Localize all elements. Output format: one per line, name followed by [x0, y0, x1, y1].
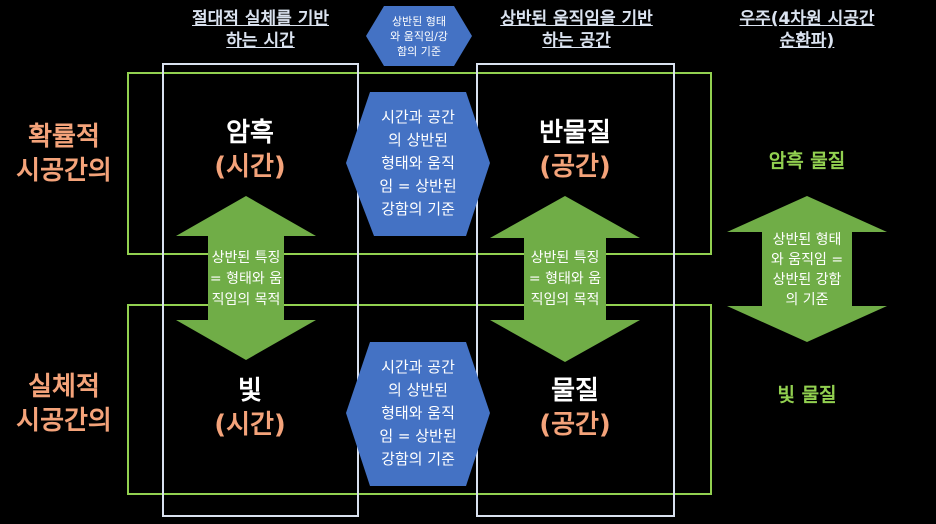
- cell-matter-main: 물질: [551, 376, 599, 406]
- right-vertical-text-line3: 상반된 강함: [772, 272, 842, 288]
- left-vertical-text-line1: 상반된 특징: [211, 250, 281, 266]
- right-vertical-text-line1: 상반된 형태: [772, 232, 842, 248]
- right-vertical-arrow-text: 상반된 형태 와 움직임 = 상반된 강함 의 기준: [752, 230, 862, 310]
- center-lower-text-line3: 형태와 움직: [381, 404, 455, 422]
- center-upper-text-line1: 시간과 공간: [381, 108, 455, 126]
- side-label-probabilistic: 확률적 시공간의: [4, 120, 124, 188]
- center-upper-text-line5: 강함의 기준: [381, 200, 455, 218]
- center-lower-text-line2: 의 상반된: [388, 381, 448, 399]
- cell-antimatter: 반물질 (공간): [500, 116, 650, 184]
- cell-light-main: 빛: [238, 376, 262, 406]
- center-lower-text-line5: 강함의 기준: [381, 450, 455, 468]
- side-label-probabilistic-line2: 시공간의: [16, 156, 112, 186]
- top-arrow-text: 상반된 형태 와 움직임/강 함의 기준: [376, 14, 462, 59]
- top-double-arrow: [366, 6, 472, 66]
- header-absolute-time-line2: 하는 시간: [226, 31, 295, 51]
- center-lower-arrow: [346, 342, 490, 486]
- side-label-substantial: 실체적 시공간의: [4, 370, 124, 438]
- label-dark-matter: 암흑 물질: [768, 150, 846, 172]
- center-upper-text-line2: 의 상반된: [388, 131, 448, 149]
- right-vertical-text-line4: 의 기준: [785, 292, 829, 308]
- side-label-probabilistic-line1: 확률적: [28, 122, 100, 152]
- center-lower-text-line4: 임 = 상반된: [379, 427, 457, 445]
- cell-light: 빛 (시간): [190, 374, 310, 442]
- middle-vertical-text-line2: = 형태와 움: [528, 271, 602, 287]
- left-vertical-text-line2: = 형태와 움: [209, 271, 283, 287]
- header-relative-space-line1: 상반된 움직임을 기반: [500, 9, 653, 29]
- top-arrow-text-line1: 상반된 형태: [391, 15, 447, 28]
- time-column-frame: [162, 63, 359, 517]
- top-arrow-text-line3: 함의 기준: [397, 45, 441, 58]
- header-universe-line1: 우주(4차원 시공간: [739, 9, 875, 29]
- header-relative-space: 상반된 움직임을 기반 하는 공간: [474, 8, 679, 52]
- header-absolute-time-line1: 절대적 실체를 기반: [192, 9, 329, 29]
- center-upper-arrow-text: 시간과 공간 의 상반된 형태와 움직 임 = 상반된 강함의 기준: [364, 106, 472, 221]
- middle-vertical-double-arrow: [490, 196, 640, 362]
- cell-dark-main: 암흑: [226, 118, 274, 148]
- cell-antimatter-sub: (공간): [539, 152, 611, 182]
- right-vertical-double-arrow: [727, 196, 887, 342]
- header-universe-line2: 순환파): [779, 31, 835, 51]
- header-relative-space-line2: 하는 공간: [542, 31, 611, 51]
- middle-vertical-text-line3: 직임의 목적: [530, 292, 600, 308]
- label-light-matter: 빛 물질: [777, 384, 837, 406]
- cell-matter-sub: (공간): [539, 410, 611, 440]
- center-lower-arrow-text: 시간과 공간 의 상반된 형태와 움직 임 = 상반된 강함의 기준: [364, 356, 472, 471]
- center-upper-text-line4: 임 = 상반된: [379, 177, 457, 195]
- cell-antimatter-main: 반물질: [539, 118, 611, 148]
- cell-dark: 암흑 (시간): [190, 116, 310, 184]
- left-vertical-double-arrow: [176, 196, 316, 360]
- header-absolute-time: 절대적 실체를 기반 하는 시간: [163, 8, 358, 52]
- side-label-substantial-line1: 실체적: [28, 372, 100, 402]
- cell-dark-sub: (시간): [214, 152, 286, 182]
- left-vertical-arrow-text: 상반된 특징 = 형태와 움 직임의 목적: [196, 248, 296, 311]
- center-upper-text-line3: 형태와 움직: [381, 154, 455, 172]
- cell-light-sub: (시간): [214, 410, 286, 440]
- left-vertical-text-line3: 직임의 목적: [211, 292, 281, 308]
- cell-matter: 물질 (공간): [505, 374, 645, 442]
- space-column-frame: [476, 63, 675, 517]
- green-frame-top: [127, 72, 712, 255]
- center-upper-arrow: [346, 92, 490, 236]
- header-universe: 우주(4차원 시공간 순환파): [712, 8, 902, 52]
- green-frame-bottom: [127, 304, 712, 495]
- top-arrow-text-line2: 와 움직임/강: [390, 30, 448, 43]
- right-vertical-text-line2: 와 움직임 =: [770, 252, 844, 268]
- center-lower-text-line1: 시간과 공간: [381, 358, 455, 376]
- side-label-substantial-line2: 시공간의: [16, 406, 112, 436]
- middle-vertical-text-line1: 상반된 특징: [530, 250, 600, 266]
- middle-vertical-arrow-text: 상반된 특징 = 형태와 움 직임의 목적: [513, 248, 617, 311]
